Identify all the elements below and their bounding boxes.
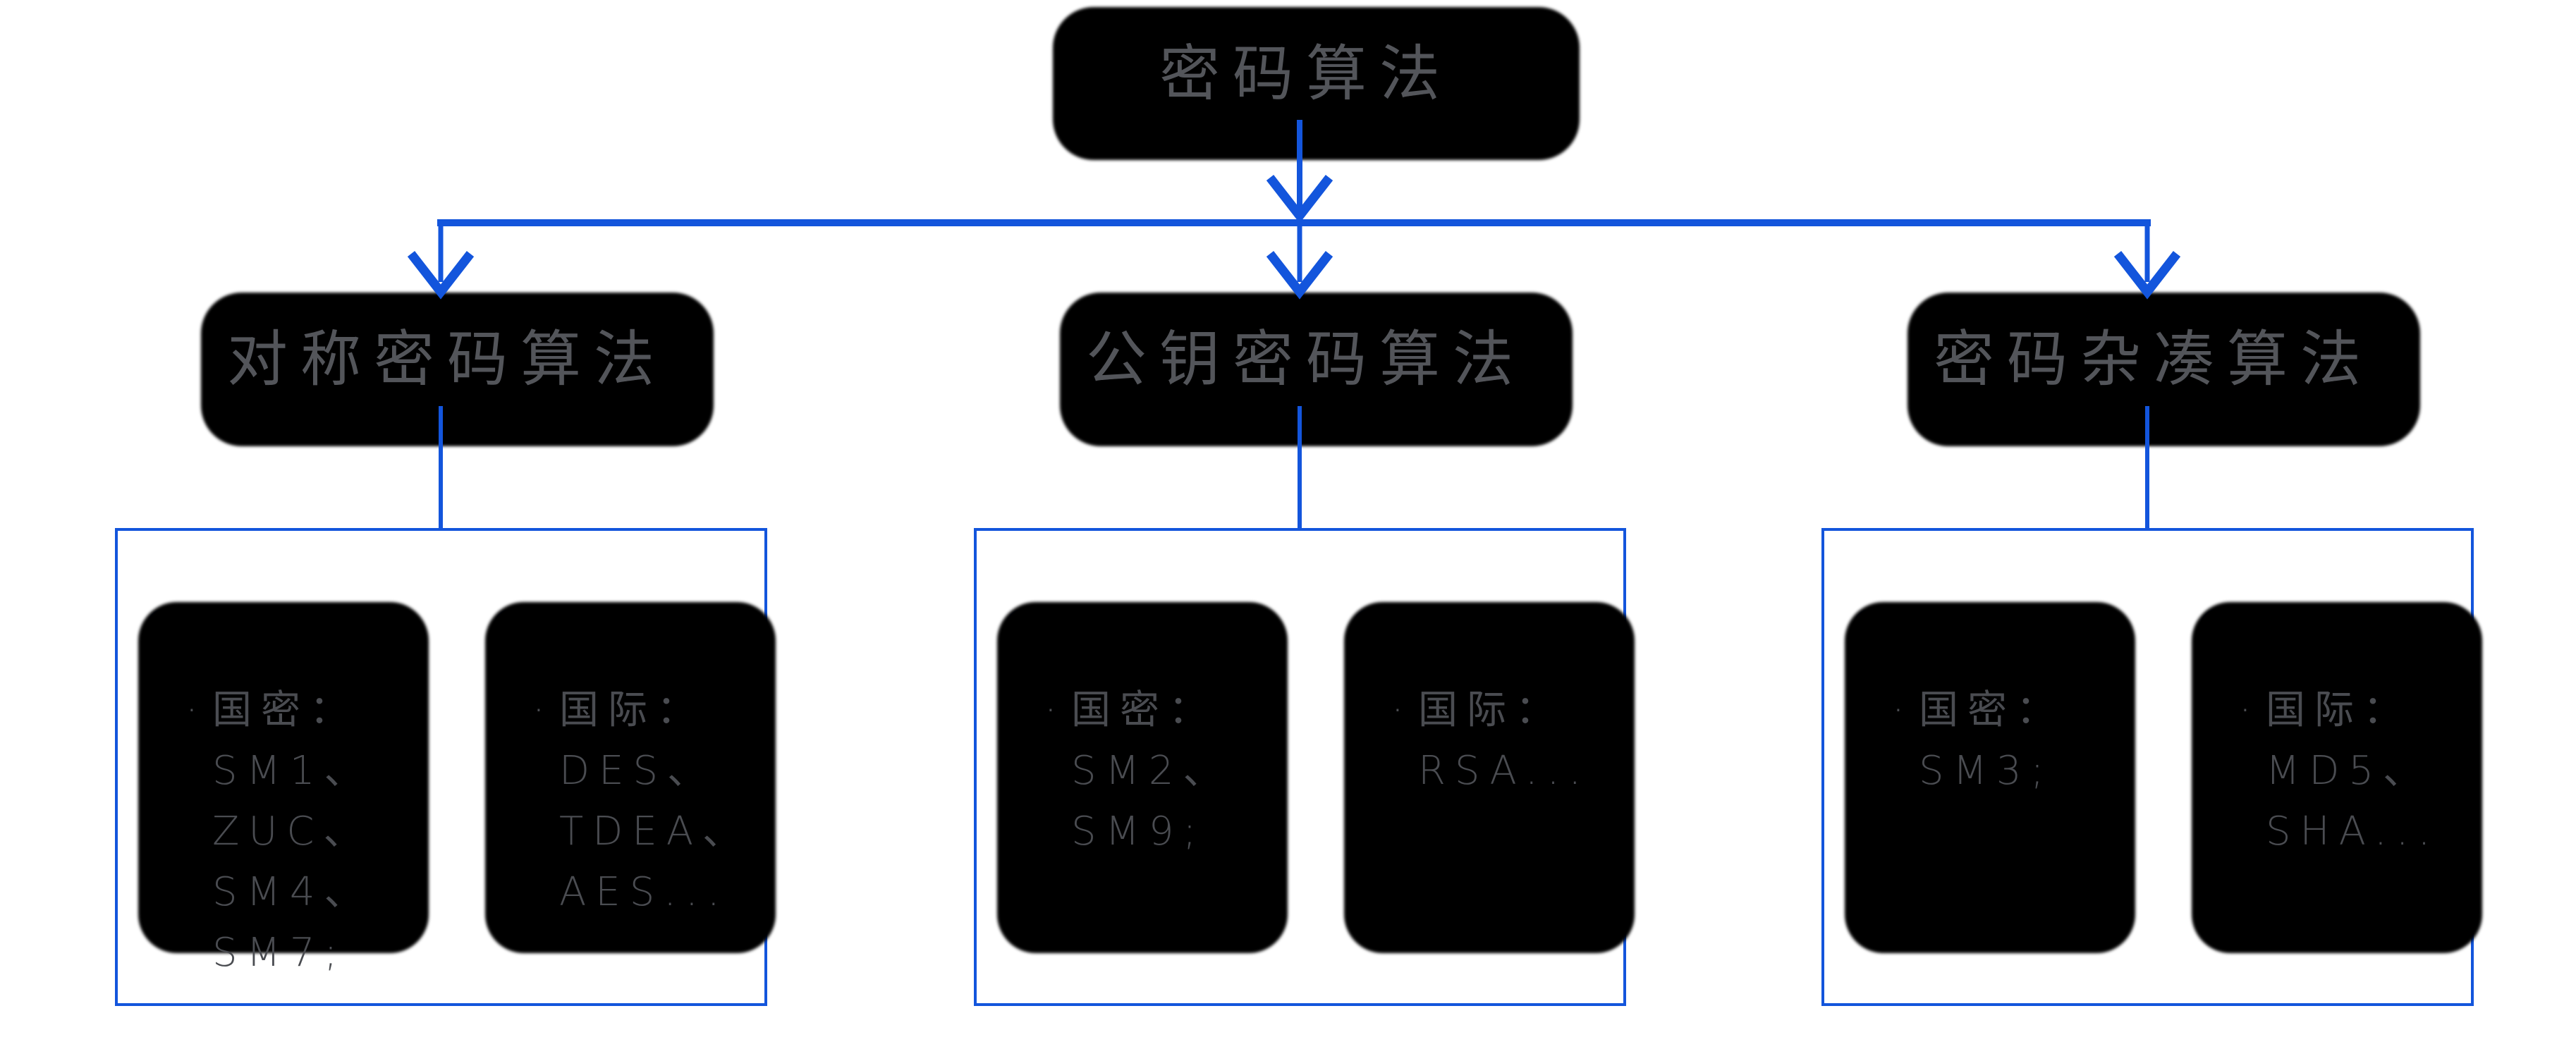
card-label: 国际： (1418, 687, 1564, 733)
bullet-icon: · (1391, 687, 1404, 733)
card-item: AES... (559, 869, 729, 915)
card-item: SM3; (1919, 748, 2053, 794)
card-item: MD5、 (2266, 748, 2432, 794)
bullet-icon: · (185, 687, 198, 733)
card-item: SM7; (212, 930, 347, 976)
card-hash-domestic: · 国密： SM3; (1852, 608, 2096, 913)
node-branch-title: 密码杂凑算法 (1934, 324, 2374, 395)
node-branch-public-key: 公钥密码算法 (1067, 302, 1532, 405)
card-item: SM2、 (1071, 748, 1232, 794)
card-label: 国密： (1919, 687, 2065, 733)
node-root: 密码算法 (1060, 16, 1539, 119)
node-branch-hash: 密码杂凑算法 (1915, 302, 2380, 405)
card-label: 国密： (212, 687, 358, 733)
card-text: · 国密： SM3; (1852, 608, 2096, 802)
card-text: · 国际： RSA... (1352, 608, 1595, 802)
bullet-icon: · (1892, 687, 1905, 733)
node-branch-title: 对称密码算法 (227, 324, 667, 395)
card-item: RSA... (1418, 748, 1591, 794)
card-public-key-domestic: · 国密： SM2、 SM9; (1005, 608, 1248, 913)
arrowhead-middle-icon (1266, 251, 1333, 300)
bullet-icon: · (2239, 687, 2252, 733)
card-text: · 国际： DES、 TDEA、 AES... (493, 608, 752, 923)
card-text: · 国密： SM2、 SM9; (1005, 608, 1248, 862)
card-public-key-international: · 国际： RSA... (1352, 608, 1595, 913)
card-hash-international: · 国际： MD5、 SHA... (2199, 608, 2443, 913)
node-root-title: 密码算法 (1159, 38, 1453, 109)
card-label: 国际： (559, 687, 705, 733)
arrowhead-right-icon (2113, 251, 2181, 300)
card-symmetric-international: · 国际： DES、 TDEA、 AES... (493, 608, 742, 915)
card-item: SM4、 (212, 869, 373, 915)
node-branch-symmetric: 对称密码算法 (208, 302, 673, 405)
card-item: SHA... (2266, 809, 2440, 854)
card-item: ZUC、 (212, 809, 372, 854)
card-label: 国际： (2266, 687, 2412, 733)
card-text: · 国密： SM1、 ZUC、 SM4、 SM7; (146, 608, 389, 983)
node-branch-title: 公钥密码算法 (1086, 324, 1526, 395)
card-item: DES、 (559, 748, 716, 794)
card-symmetric-domestic: · 国密： SM1、 ZUC、 SM4、 SM7; (146, 608, 389, 976)
bullet-icon: · (532, 687, 545, 733)
bullet-icon: · (1044, 687, 1057, 733)
card-item: SM1、 (212, 748, 373, 794)
arrowhead-left-icon (407, 251, 475, 300)
card-label: 国密： (1071, 687, 1217, 733)
card-text: · 国际： MD5、 SHA... (2199, 608, 2443, 862)
card-item: SM9; (1071, 809, 1206, 854)
card-item: TDEA、 (559, 809, 752, 854)
arrowhead-root-icon (1266, 175, 1333, 223)
